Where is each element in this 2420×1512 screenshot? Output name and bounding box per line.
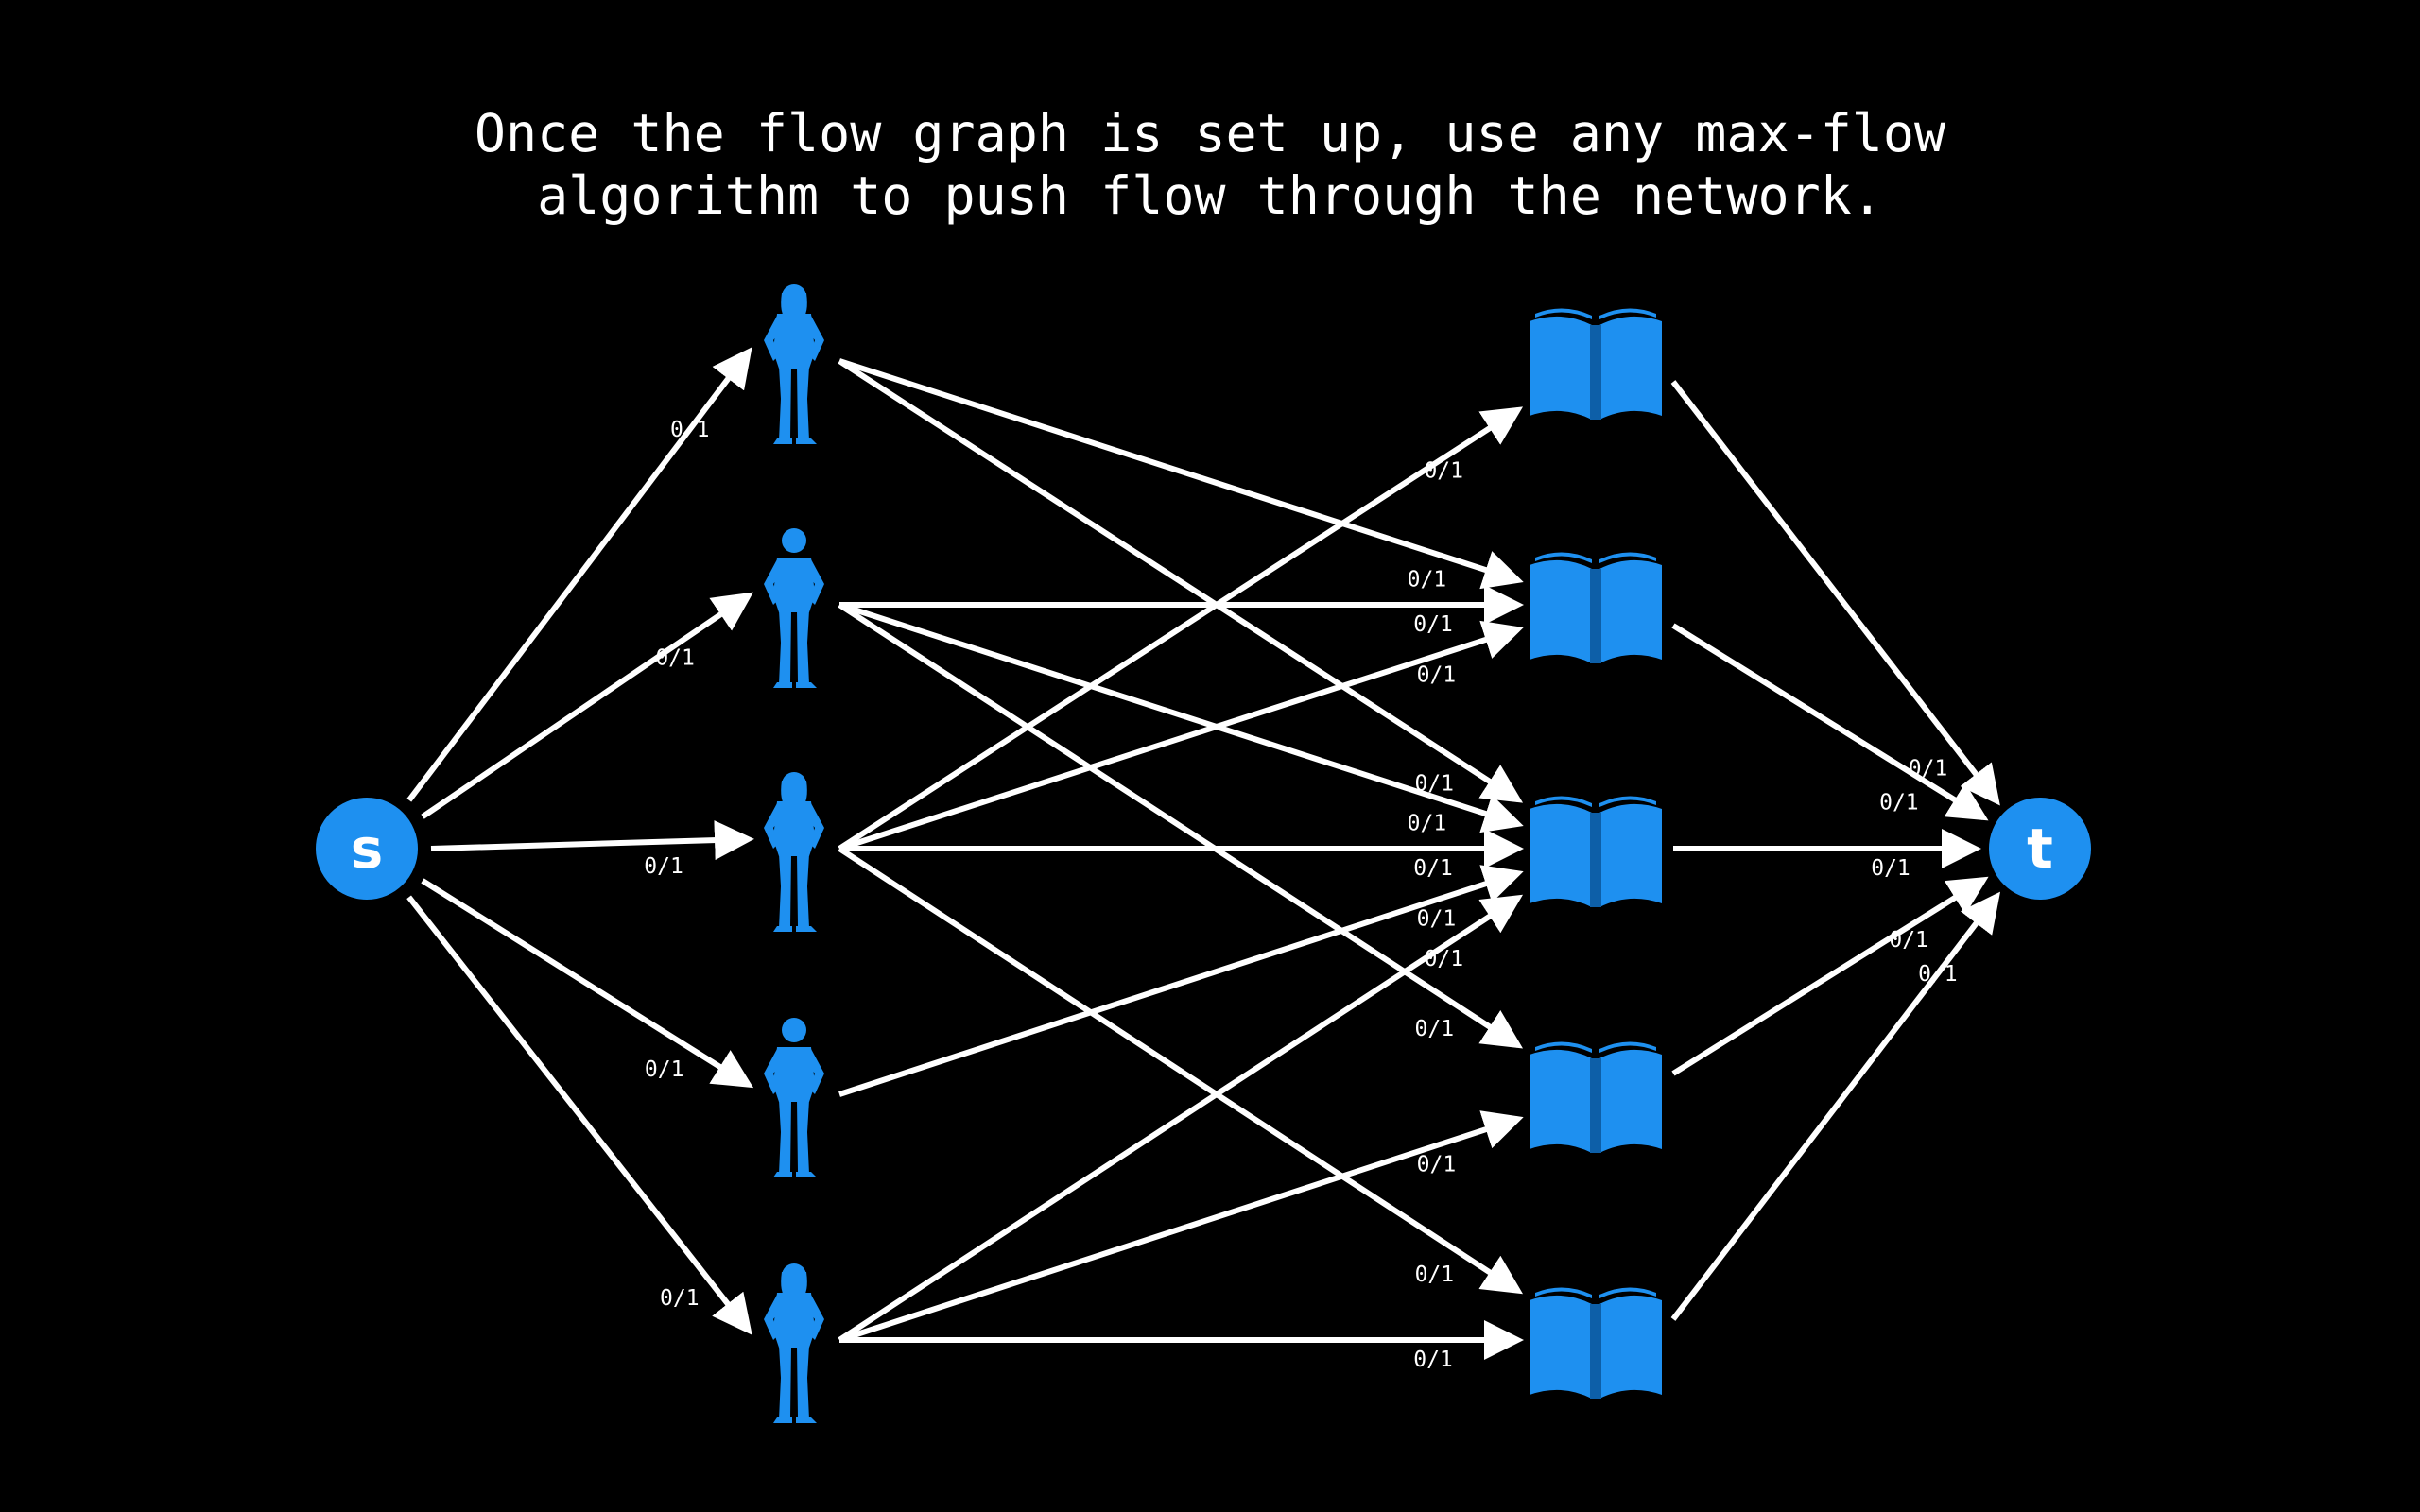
edge-p1-b2 <box>838 358 1524 590</box>
caption-line-1: Once the flow graph is set up, use any m… <box>474 103 1946 163</box>
edge-s-p1 <box>406 347 752 802</box>
flow-label-p3-b2: 0/1 <box>1417 662 1457 687</box>
caption-line-2: algorithm to push flow through the netwo… <box>537 165 1883 226</box>
sink-node: t <box>1989 798 2091 900</box>
flow-label-p2-b3: 0/1 <box>1408 812 1447 836</box>
flow-label-b4-t: 0/1 <box>1889 928 1928 953</box>
flow-label-p3-b1: 0/1 <box>1424 459 1463 484</box>
edge-p5-b4 <box>838 1110 1524 1343</box>
flow-label-s-p4: 0/1 <box>645 1057 684 1082</box>
book-3-icon <box>1530 796 1662 907</box>
edge-p2-b3 <box>838 602 1524 833</box>
flow-label-s-p5: 0/1 <box>660 1286 700 1311</box>
caption: Once the flow graph is set up, use any m… <box>0 102 2420 227</box>
flow-label-p5-b4: 0/1 <box>1417 1153 1457 1177</box>
person-female-1-icon <box>764 284 824 444</box>
flow-label-b1-t: 0/1 <box>1909 756 1948 781</box>
labels-layer: 0/1 0/1 0/1 0/1 0/1 0/1 0/1 0/1 0/1 0/1 0/1 0/1 0/1 0… <box>644 418 1957 1372</box>
flow-label-p3-b3: 0/1 <box>1413 856 1453 881</box>
person-male-2-icon <box>764 528 824 688</box>
flow-label-b2-t: 0/1 <box>1879 790 1919 815</box>
flow-label-p2-b4: 0/1 <box>1415 1017 1455 1041</box>
flow-label-b5-t: 0/1 <box>1918 962 1958 987</box>
source-node-label: s <box>351 816 384 881</box>
flow-label-p5-b3: 0/1 <box>1425 947 1464 971</box>
flow-label-p1-b2: 0/1 <box>1408 568 1447 593</box>
flow-label-s-p3: 0/1 <box>644 854 683 879</box>
edge-b1-t <box>1670 380 2000 806</box>
edge-s-p3 <box>430 820 754 861</box>
edge-p3-b1 <box>838 406 1524 851</box>
edge-s-p4 <box>421 878 754 1089</box>
book-5-icon <box>1530 1287 1662 1399</box>
flow-label-p3-b5: 0/1 <box>1415 1263 1455 1287</box>
edge-p4-b3 <box>838 865 1524 1097</box>
edge-b5-t <box>1670 891 2001 1321</box>
edge-p1-b3 <box>838 358 1524 803</box>
flow-label-b3-t: 0/1 <box>1871 856 1910 881</box>
flow-label-p2-b2: 0/1 <box>1413 612 1453 637</box>
book-2-icon <box>1530 552 1662 663</box>
person-male-4-icon <box>764 1018 824 1177</box>
flow-label-p5-b5: 0/1 <box>1413 1348 1453 1372</box>
edge-p5-b3 <box>838 894 1524 1343</box>
flow-label-s-p1: 0/1 <box>670 418 710 442</box>
source-node: s <box>316 798 418 900</box>
flow-label-s-p2: 0/1 <box>655 645 695 670</box>
book-4-icon <box>1530 1041 1662 1153</box>
person-female-3-icon <box>764 772 824 932</box>
sink-node-label: t <box>2027 816 2053 881</box>
edge-b2-t <box>1671 623 1989 821</box>
person-female-5-icon <box>764 1263 824 1423</box>
book-1-icon <box>1530 308 1662 420</box>
edge-p3-b5 <box>838 846 1524 1295</box>
flow-label-p4-b3: 0/1 <box>1417 907 1457 932</box>
edge-b4-t <box>1671 876 1989 1076</box>
flow-label-p1-b3: 0/1 <box>1414 771 1454 796</box>
edge-p3-b2 <box>838 620 1524 851</box>
edge-s-p5 <box>406 895 752 1335</box>
edge-s-p2 <box>421 592 753 819</box>
edges-layer <box>406 347 2001 1360</box>
